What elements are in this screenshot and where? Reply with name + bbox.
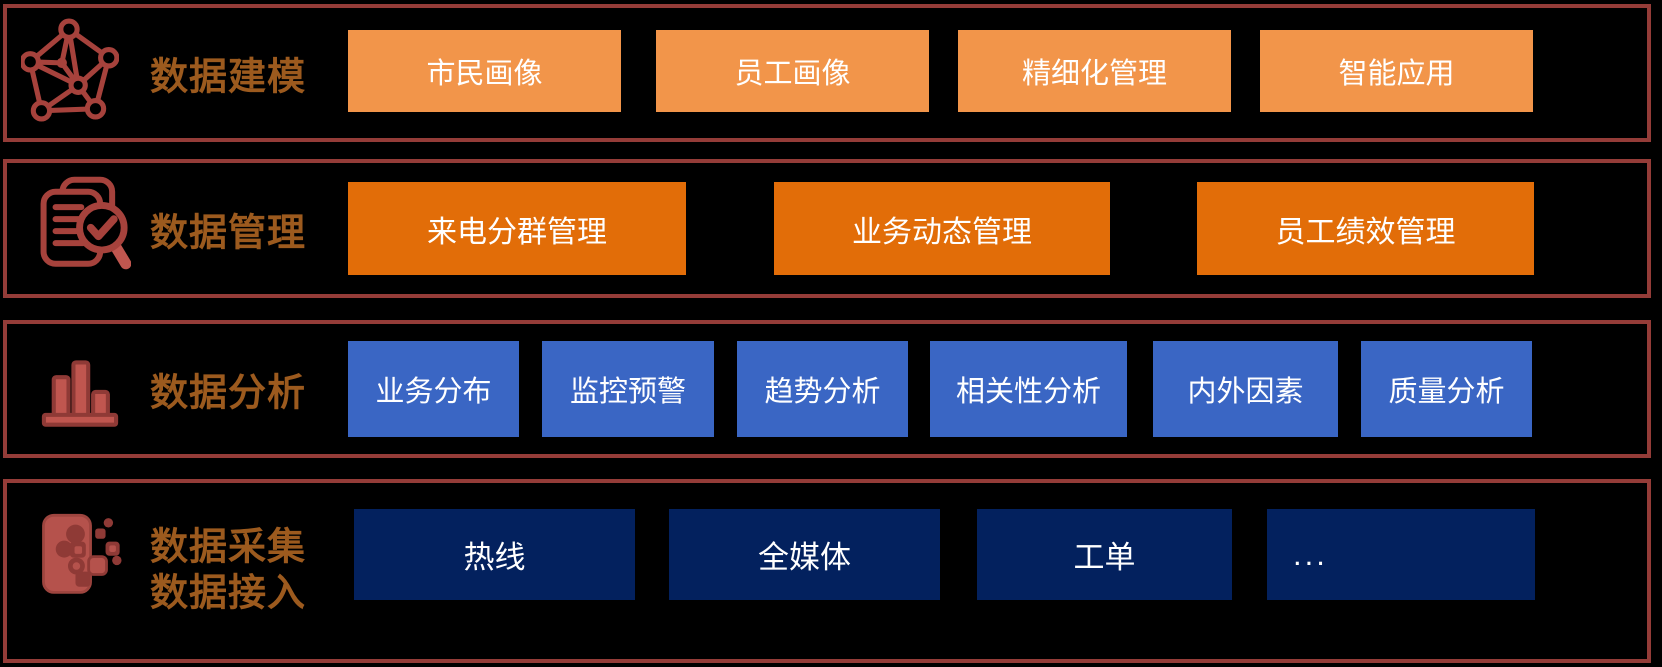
layer-data-management: 数据管理 来电分群管理 业务动态管理 员工绩效管理 (3, 159, 1651, 298)
layer-data-analysis: 数据分析 业务分布 监控预警 趋势分析 相关性分析 内外因素 质量分析 (3, 320, 1651, 458)
layer-data-collection: 数据采集 数据接入 热线 全媒体 工单 ... (3, 479, 1651, 663)
data-collection-icon (36, 501, 130, 606)
layer-data-modeling: 数据建模 市民画像 员工画像 精细化管理 智能应用 (3, 4, 1651, 142)
module-business-dynamics-management: 业务动态管理 (774, 182, 1110, 275)
module-business-distribution: 业务分布 (348, 341, 519, 437)
module-refined-management: 精细化管理 (958, 30, 1231, 112)
module-employee-performance-management: 员工绩效管理 (1197, 182, 1534, 275)
module-hotline: 热线 (354, 509, 635, 600)
module-employee-profile: 员工画像 (656, 30, 929, 112)
module-citizen-profile: 市民画像 (348, 30, 621, 112)
module-correlation-analysis: 相关性分析 (930, 341, 1127, 437)
module-more: ... (1267, 509, 1535, 600)
module-monitoring-alert: 监控预警 (542, 341, 714, 437)
layer-title-line-2: 数据接入 (150, 573, 307, 615)
layer-title-data-analysis: 数据分析 (150, 372, 307, 415)
module-omnimedia: 全媒体 (669, 509, 940, 600)
module-intelligent-application: 智能应用 (1260, 30, 1533, 112)
module-internal-external-factors: 内外因素 (1153, 341, 1338, 437)
layer-title-line-1: 数据采集 (150, 526, 307, 569)
layer-title-data-modeling: 数据建模 (150, 56, 307, 99)
bar-chart-icon (39, 337, 121, 442)
network-graph-icon (19, 18, 120, 127)
module-call-cluster-management: 来电分群管理 (348, 182, 686, 275)
layer-title-data-collection: 数据采集 数据接入 (150, 525, 306, 618)
module-trend-analysis: 趋势分析 (737, 341, 908, 437)
module-work-order: 工单 (977, 509, 1232, 600)
layer-title-data-management: 数据管理 (150, 212, 307, 254)
module-quality-analysis: 质量分析 (1361, 341, 1532, 437)
document-audit-magnifier-icon (35, 169, 132, 288)
